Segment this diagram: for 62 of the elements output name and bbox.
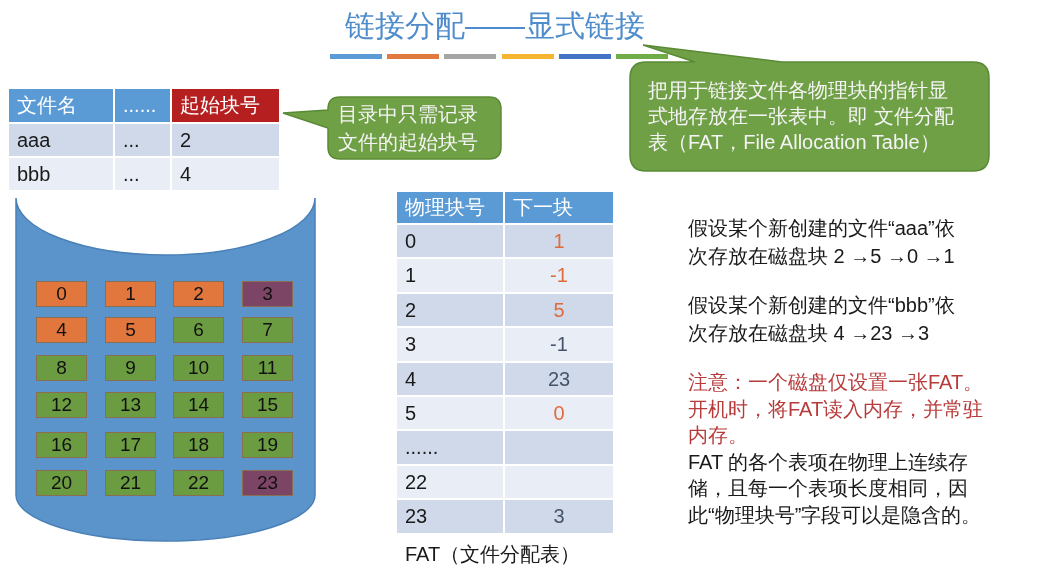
disk-block: 11 bbox=[242, 355, 293, 381]
disk-block: 4 bbox=[36, 317, 87, 343]
callout-bubble bbox=[282, 96, 502, 160]
table-cell: 4 bbox=[172, 158, 279, 190]
disk-block: 14 bbox=[173, 392, 224, 418]
table-cell: 5 bbox=[397, 397, 503, 430]
callout-text: 把用于链接文件各物理块的指针显式地存放在一张表中。即 文件分配表（FAT，File Allocation Table） bbox=[648, 78, 955, 155]
disk-cylinder bbox=[15, 195, 317, 543]
disk-block: 23 bbox=[242, 470, 293, 496]
callout-text: 目录中只需记录文件的起始块号 bbox=[338, 102, 479, 155]
table-cell: ... bbox=[115, 124, 170, 156]
slide-title: 链接分配——显式链接 bbox=[345, 8, 645, 44]
table-cell: 23 bbox=[505, 362, 613, 395]
disk-block: 9 bbox=[105, 355, 156, 381]
disk-block: 18 bbox=[173, 432, 224, 458]
disk-block: 17 bbox=[105, 432, 156, 458]
disk-block: 19 bbox=[242, 432, 293, 458]
callout-bubble bbox=[629, 44, 991, 172]
table-cell: 23 bbox=[397, 500, 503, 533]
disk-block: 22 bbox=[173, 470, 224, 496]
table-cell: 1 bbox=[505, 225, 613, 258]
disk-block: 10 bbox=[173, 355, 224, 381]
table-cell: bbb bbox=[9, 158, 113, 190]
disk-block: 20 bbox=[36, 470, 87, 496]
disk-block: 0 bbox=[36, 281, 87, 307]
disk-block: 12 bbox=[36, 392, 87, 418]
table-cell: ... bbox=[115, 158, 170, 190]
header-cell: 下一块 bbox=[505, 192, 613, 223]
disk-block: 3 bbox=[242, 281, 293, 307]
disk-block: 8 bbox=[36, 355, 87, 381]
header-cell: 起始块号 bbox=[172, 89, 279, 122]
table-cell: 2 bbox=[172, 124, 279, 156]
table-cell: ...... bbox=[397, 431, 503, 464]
table-cell: 0 bbox=[505, 397, 613, 430]
table-cell: 3 bbox=[397, 328, 503, 361]
table-cell: 2 bbox=[397, 293, 503, 327]
disk-block: 2 bbox=[173, 281, 224, 307]
disk-block: 21 bbox=[105, 470, 156, 496]
note-text: FAT 的各个表项在物理上连续存储，且每一个表项长度相同，因此“物理块号”字段可以是隐含的。 bbox=[688, 449, 983, 528]
note-text: 假设某个新创建的文件“aaa”依次存放在磁盘块 2 →5 →0 →1 bbox=[688, 216, 956, 269]
table-caption: FAT（文件分配表） bbox=[405, 542, 581, 567]
disk-block: 7 bbox=[242, 317, 293, 343]
disk-block: 1 bbox=[105, 281, 156, 307]
table-cell: 22 bbox=[397, 465, 503, 499]
table-cell: 4 bbox=[397, 362, 503, 395]
disk-block: 5 bbox=[105, 317, 156, 343]
disk-block: 15 bbox=[242, 392, 293, 418]
table-cell: 3 bbox=[505, 500, 613, 533]
table-cell: -1 bbox=[505, 259, 613, 292]
table-cell: 0 bbox=[397, 225, 503, 258]
table-cell: aaa bbox=[9, 124, 113, 156]
table-cell: -1 bbox=[505, 328, 613, 361]
table-cell: 5 bbox=[505, 293, 613, 327]
disk-block: 16 bbox=[36, 432, 87, 458]
warning-text: 注意：一个磁盘仅设置一张FAT。开机时，将FAT读入内存，并常驻内存。 bbox=[688, 370, 985, 449]
header-cell: ...... bbox=[115, 89, 170, 122]
disk-block: 6 bbox=[173, 317, 224, 343]
header-cell: 文件名 bbox=[9, 89, 113, 122]
note-text: 假设某个新创建的文件“bbb”依次存放在磁盘块 4 →23 →3 bbox=[688, 293, 956, 346]
disk-block: 13 bbox=[105, 392, 156, 418]
header-cell: 物理块号 bbox=[397, 192, 503, 223]
table-cell: 1 bbox=[397, 259, 503, 292]
